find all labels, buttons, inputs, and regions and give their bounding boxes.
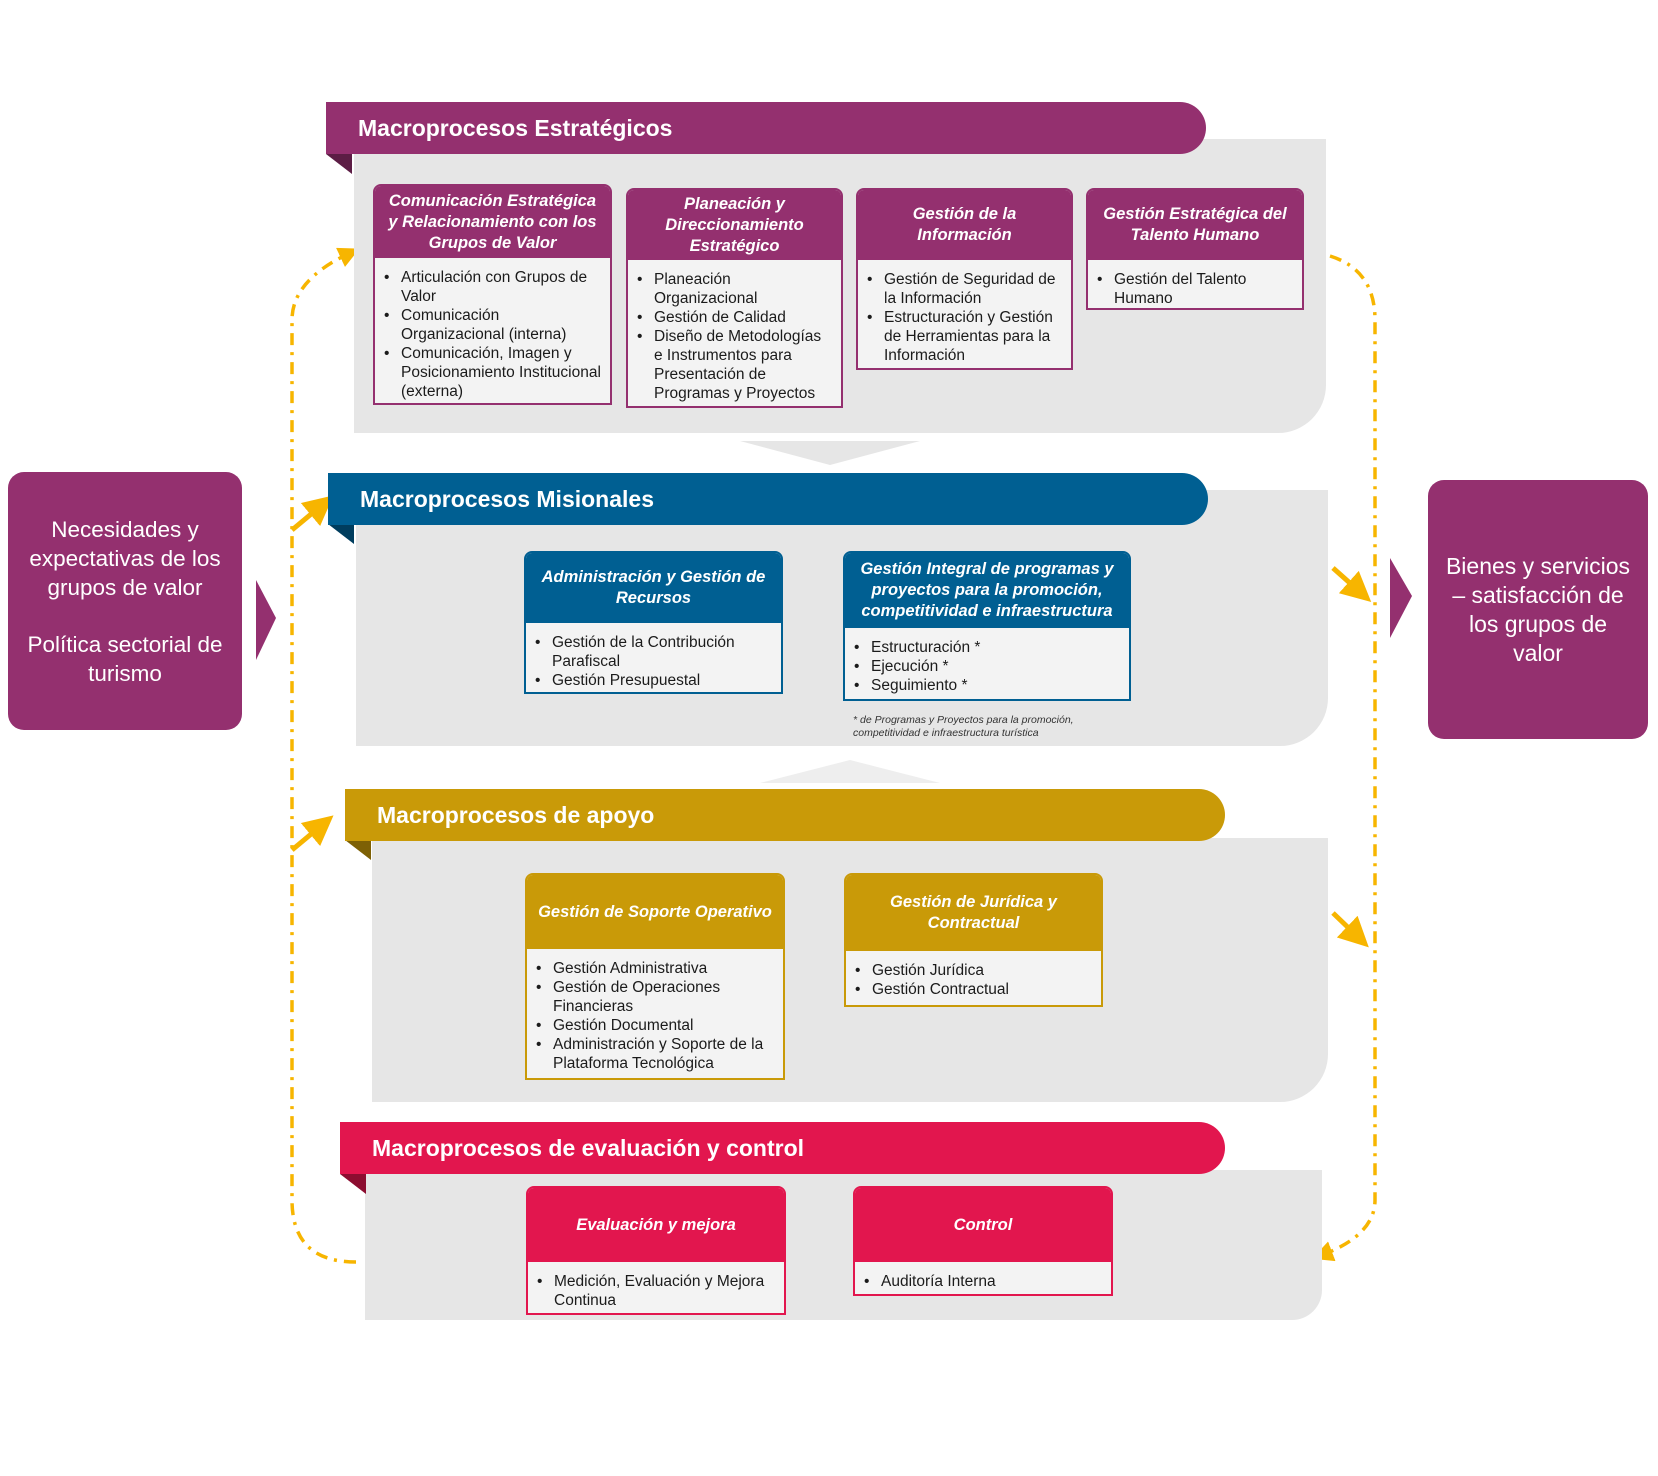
card-evaluacion-mejora: Evaluación y mejora Medición, Evaluación…	[526, 1186, 786, 1315]
card-administracion-recursos: Administración y Gestión de Recursos Ges…	[524, 551, 783, 694]
list-item: Comunicación Organizacional (interna)	[384, 306, 602, 344]
panel-misionales	[356, 490, 1328, 746]
arrow-into-apoyo	[290, 815, 334, 852]
title-misionales: Macroprocesos Misionales	[360, 485, 654, 512]
list-item: Gestión Documental	[536, 1016, 775, 1035]
banner-estrategicos: Macroprocesos Estratégicos	[326, 102, 1206, 154]
list-item: Gestión Contractual	[855, 980, 1093, 999]
fold-estrategicos	[326, 154, 352, 174]
arrow-out-misionales	[1331, 566, 1372, 602]
card-talento-humano: Gestión Estratégica del Talento Humano G…	[1086, 188, 1304, 310]
list-item: Gestión Presupuestal	[535, 671, 773, 690]
card-soporte-operativo: Gestión de Soporte Operativo Gestión Adm…	[525, 873, 785, 1080]
card-title: Gestión de la Información	[858, 190, 1071, 260]
list-item: Auditoría Interna	[864, 1272, 1103, 1291]
left-box-pointer	[256, 580, 276, 660]
card-comunicacion-estrategica: Comunicación Estratégica y Relacionamien…	[373, 184, 612, 405]
banner-evaluacion: Macroprocesos de evaluación y control	[340, 1122, 1225, 1174]
card-title: Gestión Estratégica del Talento Humano	[1088, 190, 1302, 260]
list-item: Medición, Evaluación y Mejora Continua	[537, 1272, 776, 1310]
list-item: Estructuración *	[854, 638, 1121, 657]
card-gestion-integral-programas: Gestión Integral de programas y proyecto…	[843, 551, 1131, 701]
down-chevron	[740, 441, 920, 465]
list-item: Gestión del Talento Humano	[1097, 270, 1294, 308]
card-title: Gestión de Soporte Operativo	[527, 875, 783, 949]
list-item: Estructuración y Gestión de Herramientas…	[867, 308, 1063, 365]
output-satisfaction-box: Bienes y servicios – satisfacción de los…	[1428, 480, 1648, 739]
card-title: Gestión de Jurídica y Contractual	[846, 875, 1101, 951]
title-estrategicos: Macroprocesos Estratégicos	[358, 114, 673, 141]
title-evaluacion: Macroprocesos de evaluación y control	[372, 1134, 805, 1161]
list-item: Gestión de Operaciones Financieras	[536, 978, 775, 1016]
right-feedback-loop	[1312, 254, 1377, 1262]
input-needs-text: Necesidades y expectativas de los grupos…	[29, 516, 221, 600]
arrow-out-apoyo	[1331, 911, 1369, 948]
list-item: Gestión de la Contribución Parafiscal	[535, 633, 773, 671]
right-box-pointer	[1390, 558, 1412, 638]
fold-evaluacion	[340, 1174, 366, 1194]
card-planeacion: Planeación y Direccionamiento Estratégic…	[626, 188, 843, 408]
list-item: Diseño de Metodologías e Instrumentos pa…	[637, 327, 833, 403]
misionales-footnote: * de Programas y Proyectos para la promo…	[853, 714, 1074, 739]
input-policy-text: Política sectorial de turismo	[27, 631, 223, 686]
title-apoyo: Macroprocesos de apoyo	[377, 801, 655, 828]
list-item: Gestión Administrativa	[536, 959, 775, 978]
left-feedback-loop	[290, 247, 360, 1264]
arrow-into-misionales	[290, 495, 334, 532]
card-title: Planeación y Direccionamiento Estratégic…	[628, 190, 841, 260]
list-item: Articulación con Grupos de Valor	[384, 268, 602, 306]
card-title: Control	[855, 1188, 1111, 1262]
list-item: Comunicación, Imagen y Posicionamiento I…	[384, 344, 602, 401]
fold-apoyo	[345, 840, 371, 860]
card-title: Administración y Gestión de Recursos	[526, 553, 781, 623]
card-juridica-contractual: Gestión de Jurídica y Contractual Gestió…	[844, 873, 1103, 1007]
banner-misionales: Macroprocesos Misionales	[328, 473, 1208, 525]
fold-misionales	[328, 524, 354, 544]
card-title: Evaluación y mejora	[528, 1188, 784, 1262]
list-item: Gestión de Calidad	[637, 308, 833, 327]
up-chevron	[760, 760, 940, 783]
list-item: Seguimiento *	[854, 676, 1121, 695]
card-title: Gestión Integral de programas y proyecto…	[845, 553, 1129, 628]
card-gestion-informacion: Gestión de la Información Gestión de Seg…	[856, 188, 1073, 370]
panel-evaluacion	[365, 1170, 1322, 1320]
banner-apoyo: Macroprocesos de apoyo	[345, 789, 1225, 841]
list-item: Administración y Soporte de la Plataform…	[536, 1035, 775, 1073]
list-item: Gestión de Seguridad de la Información	[867, 270, 1063, 308]
list-item: Ejecución *	[854, 657, 1121, 676]
list-item: Gestión Jurídica	[855, 961, 1093, 980]
list-item: Planeación Organizacional	[637, 270, 833, 308]
input-needs-box: Necesidades y expectativas de los grupos…	[8, 472, 242, 730]
card-control: Control Auditoría Interna	[853, 1186, 1113, 1296]
card-title: Comunicación Estratégica y Relacionamien…	[375, 186, 610, 258]
output-satisfaction-text: Bienes y servicios – satisfacción de los…	[1445, 552, 1631, 666]
